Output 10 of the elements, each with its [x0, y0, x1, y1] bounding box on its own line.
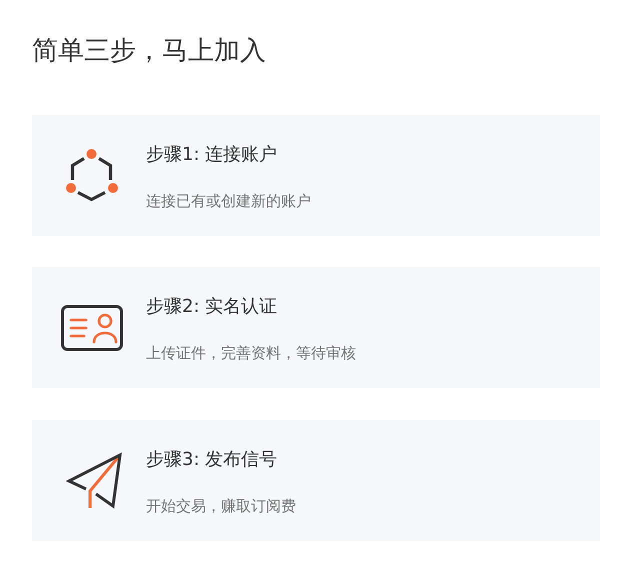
- step-title: 步骤1: 连接账户: [146, 143, 278, 167]
- step-card: [32, 420, 600, 541]
- step-card: [32, 115, 600, 236]
- step-description: 开始交易，赚取订阅费: [146, 496, 296, 517]
- step-description: 上传证件，完善资料，等待审核: [146, 343, 356, 364]
- step-title: 步骤2: 实名认证: [146, 295, 278, 319]
- step-title: 步骤3: 发布信号: [146, 448, 278, 472]
- step-description: 连接已有或创建新的账户: [146, 191, 311, 212]
- title: 简单三步，马上加入: [32, 35, 266, 68]
- step-card: [32, 267, 600, 388]
